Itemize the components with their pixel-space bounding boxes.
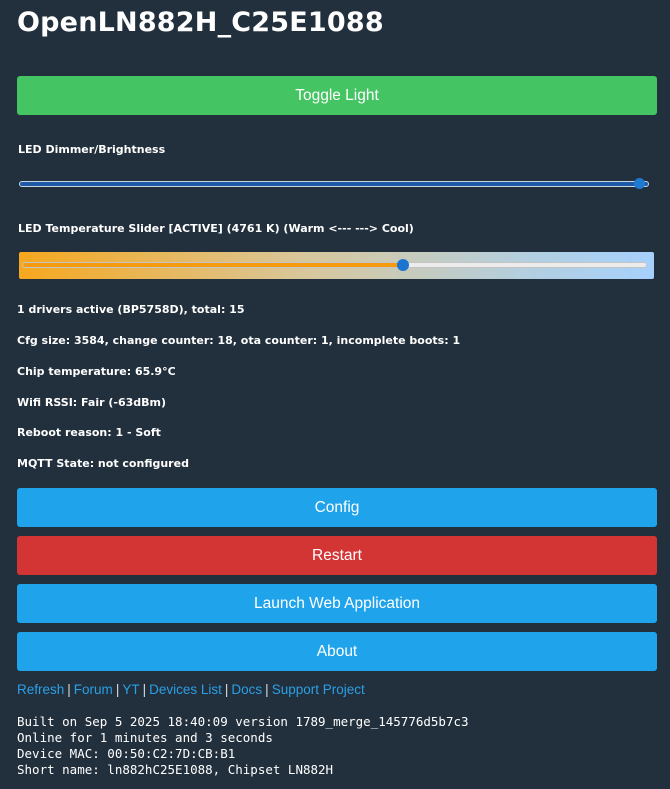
forum-link[interactable]: Forum (73, 682, 113, 697)
chip-temperature-stat: Chip temperature: 65.9°C (17, 365, 176, 378)
brightness-slider-thumb[interactable] (634, 178, 645, 189)
temperature-slider-thumb[interactable] (397, 259, 410, 271)
restart-button[interactable]: Restart (17, 536, 657, 575)
config-button[interactable]: Config (17, 488, 657, 527)
temperature-slider[interactable] (22, 262, 647, 268)
cfg-stat: Cfg size: 3584, change counter: 18, ota … (17, 334, 461, 347)
drivers-stat: 1 drivers active (BP5758D), total: 15 (17, 303, 245, 316)
link-separator: | (142, 682, 147, 697)
refresh-link[interactable]: Refresh (17, 682, 65, 697)
reboot-reason-stat: Reboot reason: 1 - Soft (17, 426, 161, 439)
uptime-text: Online for 1 minutes and 3 seconds (17, 730, 273, 745)
support-project-link[interactable]: Support Project (271, 682, 365, 697)
about-button[interactable]: About (17, 632, 657, 671)
mqtt-state-stat: MQTT State: not configured (17, 457, 189, 470)
page-title: OpenLN882H_C25E1088 (17, 7, 384, 38)
launch-web-app-button[interactable]: Launch Web Application (17, 584, 657, 623)
temperature-slider-fill (23, 263, 405, 267)
wifi-rssi-stat: Wifi RSSI: Fair (-63dBm) (17, 396, 166, 409)
temperature-label: LED Temperature Slider [ACTIVE] (4761 K)… (18, 222, 414, 235)
device-mac-text: Device MAC: 00:50:C2:7D:CB:B1 (17, 746, 236, 761)
build-info: Built on Sep 5 2025 18:40:09 version 178… (17, 714, 469, 778)
devices-list-link[interactable]: Devices List (149, 682, 222, 697)
footer-links: Refresh|Forum|YT|Devices List|Docs|Suppo… (17, 682, 365, 698)
link-separator: | (67, 682, 71, 697)
link-separator: | (265, 682, 269, 697)
short-name-text: Short name: ln882hC25E1088, Chipset LN88… (17, 762, 334, 777)
yt-link[interactable]: YT (122, 682, 140, 697)
dimmer-label: LED Dimmer/Brightness (18, 143, 166, 156)
link-separator: | (115, 682, 120, 697)
toggle-light-button[interactable]: Toggle Light (17, 76, 657, 115)
link-separator: | (224, 682, 229, 697)
build-version-text: Built on Sep 5 2025 18:40:09 version 178… (17, 714, 469, 729)
docs-link[interactable]: Docs (231, 682, 263, 697)
brightness-slider[interactable] (19, 181, 649, 187)
